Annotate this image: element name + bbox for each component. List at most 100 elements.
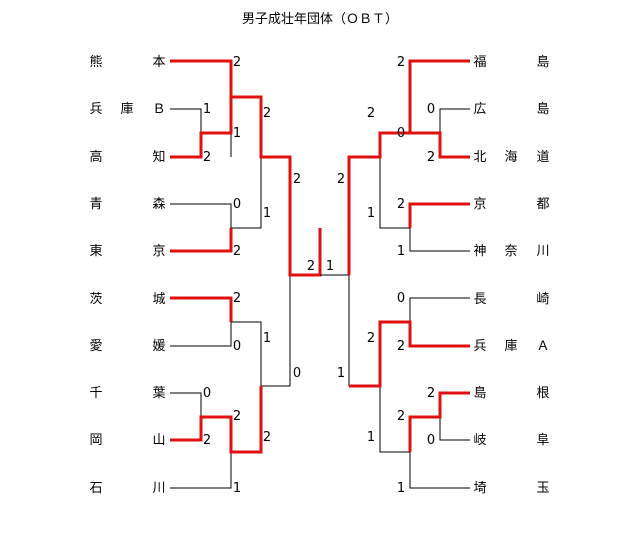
svg-text:兵: 兵: [89, 102, 102, 117]
score: 1: [203, 102, 211, 117]
right-team-kyoto: 京 都: [473, 197, 549, 212]
winner-path: [410, 131, 470, 159]
svg-text:東: 東: [89, 243, 102, 259]
score: 1: [326, 259, 334, 274]
svg-text:島: 島: [536, 55, 549, 70]
score: 2: [397, 55, 405, 70]
score: 0: [293, 366, 301, 381]
svg-text:海: 海: [504, 150, 517, 165]
left-scores: 2 1 1 2 2 1 0 2 2 0 2 0 1 2 0 2 2 1 2: [203, 55, 315, 496]
score: 0: [233, 339, 241, 354]
bracket-line: [170, 322, 232, 347]
bracket-line: [439, 417, 470, 441]
svg-text:Ａ: Ａ: [536, 339, 549, 354]
svg-text:庫: 庫: [504, 339, 517, 354]
svg-text:福: 福: [473, 55, 486, 70]
bracket-line: [439, 108, 470, 133]
right-team-kanagawa: 神 奈 川: [473, 244, 549, 259]
svg-text:京: 京: [473, 197, 486, 212]
winner-path: [170, 59, 322, 277]
score: 0: [233, 197, 241, 212]
left-bracket-lines: [170, 59, 322, 489]
score: 2: [263, 430, 271, 445]
right-team-gifu: 岐 阜: [473, 432, 549, 448]
bracket-line: [409, 297, 470, 322]
bracket-line: [379, 386, 410, 453]
winner-path: [170, 386, 263, 454]
score: 2: [233, 409, 241, 424]
left-team-aomori: 青 森: [89, 197, 165, 212]
right-team-shimane: 島 根: [473, 386, 549, 401]
bracket-line: [409, 228, 470, 252]
svg-text:都: 都: [536, 197, 549, 212]
svg-text:長: 長: [473, 292, 486, 307]
left-team-kochi: 高 知: [89, 149, 165, 165]
right-team-hokkaido: 北 海 道: [473, 150, 549, 165]
winner-path: [170, 228, 233, 253]
winner-path: [347, 59, 470, 275]
score: 1: [233, 126, 241, 141]
score: 1: [397, 481, 405, 496]
score: 2: [337, 172, 345, 187]
svg-text:青: 青: [89, 197, 102, 212]
svg-text:神: 神: [473, 244, 486, 259]
score: 2: [233, 55, 241, 70]
left-team-ibaraki: 茨 城: [89, 292, 165, 307]
score: 1: [397, 244, 405, 259]
score: 0: [397, 291, 405, 306]
svg-text:阜: 阜: [536, 432, 549, 448]
svg-text:島: 島: [473, 386, 486, 401]
svg-text:根: 根: [536, 386, 549, 401]
svg-text:岐: 岐: [473, 433, 486, 448]
winner-path: [408, 202, 470, 228]
svg-text:高: 高: [89, 149, 102, 165]
score: 2: [203, 150, 211, 165]
svg-text:葉: 葉: [152, 386, 165, 401]
score: 2: [203, 433, 211, 448]
score: 2: [367, 106, 375, 121]
score: 2: [307, 259, 315, 274]
svg-text:庫: 庫: [120, 102, 133, 117]
svg-text:石: 石: [89, 481, 102, 496]
score: 1: [367, 430, 375, 445]
svg-text:愛: 愛: [89, 339, 102, 354]
bracket-line: [231, 157, 262, 229]
score: 0: [397, 126, 405, 141]
score: 0: [427, 433, 435, 448]
score: 2: [427, 386, 435, 401]
right-team-saitama: 埼 玉: [473, 481, 549, 496]
left-team-ehime: 愛 媛: [89, 339, 165, 354]
bracket-line: [170, 108, 231, 134]
svg-text:埼: 埼: [473, 481, 486, 496]
score: 2: [293, 172, 301, 187]
right-team-nagasaki: 長 崎: [473, 292, 549, 307]
score: 2: [233, 244, 241, 259]
left-team-okayama: 岡 山: [89, 433, 165, 448]
svg-text:京: 京: [152, 244, 165, 259]
score: 1: [367, 206, 375, 221]
winner-path: [408, 391, 470, 452]
svg-text:知: 知: [152, 149, 165, 165]
left-team-names: 熊 本 兵 庫 Ｂ 高 知 青 森 東 京 茨 城 愛 媛 千 葉: [89, 54, 165, 496]
svg-text:本: 本: [152, 55, 165, 70]
winner-path: [170, 97, 233, 159]
bracket-line: [261, 275, 291, 387]
svg-text:城: 城: [152, 292, 165, 307]
score: 2: [367, 331, 375, 346]
score: 1: [263, 206, 271, 221]
score: 2: [397, 197, 405, 212]
svg-text:森: 森: [152, 197, 165, 212]
score: 2: [397, 339, 405, 354]
left-team-hyogo-b: 兵 庫 Ｂ: [89, 102, 165, 117]
svg-text:道: 道: [536, 150, 549, 165]
svg-text:北: 北: [473, 150, 486, 165]
svg-text:茨: 茨: [89, 292, 102, 307]
score: 1: [263, 331, 271, 346]
score: 2: [263, 106, 271, 121]
svg-text:広: 広: [473, 102, 486, 117]
left-team-kumamoto: 熊 本: [89, 54, 165, 70]
score: 2: [397, 409, 405, 424]
right-team-hyogo-a: 兵 庫 Ａ: [473, 339, 549, 354]
bracket-line: [379, 157, 410, 229]
